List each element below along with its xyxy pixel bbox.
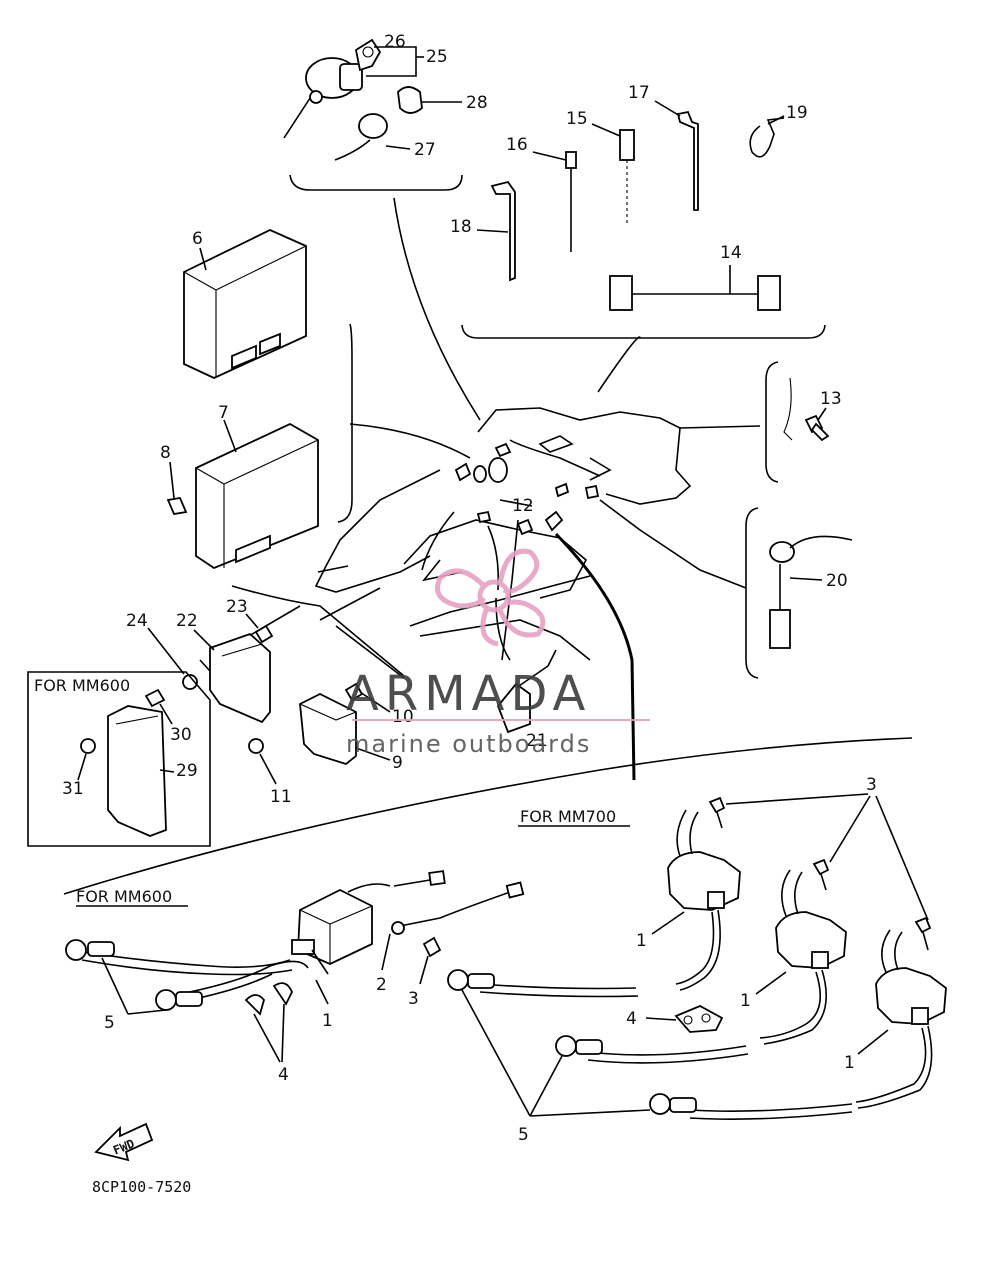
callout-14: 14 [720, 243, 742, 263]
callout-7: 7 [218, 403, 229, 423]
callout-31: 31 [62, 779, 84, 799]
callout-22: 22 [176, 611, 198, 631]
ignition-coil-mm700-1 [667, 809, 741, 991]
propeller-logo [435, 548, 546, 647]
section-divider [63, 737, 913, 895]
callout-25: 25 [426, 47, 448, 67]
callout-12: 12 [512, 496, 534, 516]
callout-26: 26 [384, 32, 406, 52]
bolt-13-group: 13 [765, 361, 842, 483]
ground-lead-15 [591, 123, 635, 225]
armada-watermark: ARMADA marine outboards [346, 548, 650, 758]
callout-24: 24 [126, 611, 148, 631]
screw-8: 8 [160, 443, 188, 516]
callout-10: 10 [392, 707, 414, 727]
callout-5-mm600: 5 [104, 1013, 115, 1033]
mm700-title: FOR MM700 [520, 807, 616, 826]
callout-19: 19 [786, 103, 808, 123]
callout-13: 13 [820, 389, 842, 409]
brand-tagline: marine outboards [346, 730, 591, 758]
key-cover [397, 86, 462, 114]
plastic-band-17 [654, 100, 699, 211]
callout-20: 20 [826, 571, 848, 591]
callout-1-mm700-b: 1 [740, 991, 751, 1011]
hood-assembly: 12 [199, 197, 761, 781]
main-switch-group: 26 25 28 27 [283, 32, 488, 191]
callout-8: 8 [160, 443, 171, 463]
callout-6: 6 [192, 229, 203, 249]
callout-3-mm600: 3 [408, 989, 419, 1009]
cdi-unit-7: 7 [195, 403, 319, 570]
callout-30: 30 [170, 725, 192, 745]
callout-16: 16 [506, 135, 528, 155]
plastic-band-18 [476, 180, 516, 282]
callout-1-mm600: 1 [322, 1011, 333, 1031]
engine-stop-switch [334, 113, 411, 161]
callout-21: 21 [526, 731, 548, 751]
mm700-ignition: FOR MM700 [447, 775, 947, 1145]
fwd-arrow: FWD [94, 1122, 154, 1162]
lead-wire-14 [609, 265, 781, 311]
clamp-19 [749, 115, 785, 158]
callout-15: 15 [566, 109, 588, 129]
nut-11: 11 [248, 738, 292, 807]
rectifier-9: 9 [299, 692, 403, 773]
mm600-ignition: FOR MM600 [65, 870, 525, 1085]
callout-1-mm700-c: 1 [844, 1053, 855, 1073]
callout-17: 17 [628, 83, 650, 103]
main-switch [283, 57, 363, 139]
callout-5-mm700: 5 [518, 1125, 529, 1145]
part-code: 8CP100-7520 [92, 1178, 191, 1196]
brand-name: ARMADA [346, 666, 591, 722]
callout-1-mm700-a: 1 [636, 931, 647, 951]
rectifier-22: 22 [176, 611, 271, 724]
clamps-group: 15 16 17 18 19 14 [450, 83, 826, 339]
nut-24: 24 [126, 611, 198, 690]
bolt-10: 10 [344, 682, 414, 727]
ignition-coil-20-group: 20 [745, 507, 853, 679]
ignition-coil-mm700-2 [759, 869, 847, 1045]
callout-28: 28 [466, 93, 488, 113]
callout-29: 29 [176, 761, 198, 781]
callout-3-mm700: 3 [866, 775, 877, 795]
ignition-coil-mm600 [291, 883, 391, 975]
callout-4-mm700: 4 [626, 1009, 637, 1029]
mm600-inset: FOR MM600 30 29 31 [27, 671, 211, 847]
callout-4-mm600: 4 [278, 1065, 289, 1085]
callout-2: 2 [376, 975, 387, 995]
plastic-band-16 [532, 151, 577, 252]
callout-23: 23 [226, 597, 248, 617]
cdi-unit-6: 6 [183, 229, 307, 379]
mm600-lower-title: FOR MM600 [76, 887, 172, 906]
callout-11: 11 [270, 787, 292, 807]
inset-title: FOR MM600 [34, 676, 130, 695]
ignition-coil-mm700-3 [855, 929, 947, 1109]
callout-9: 9 [392, 753, 403, 773]
callout-27: 27 [414, 140, 436, 160]
callout-18: 18 [450, 217, 472, 237]
key [354, 38, 382, 72]
bolt-23: 23 [226, 597, 274, 644]
